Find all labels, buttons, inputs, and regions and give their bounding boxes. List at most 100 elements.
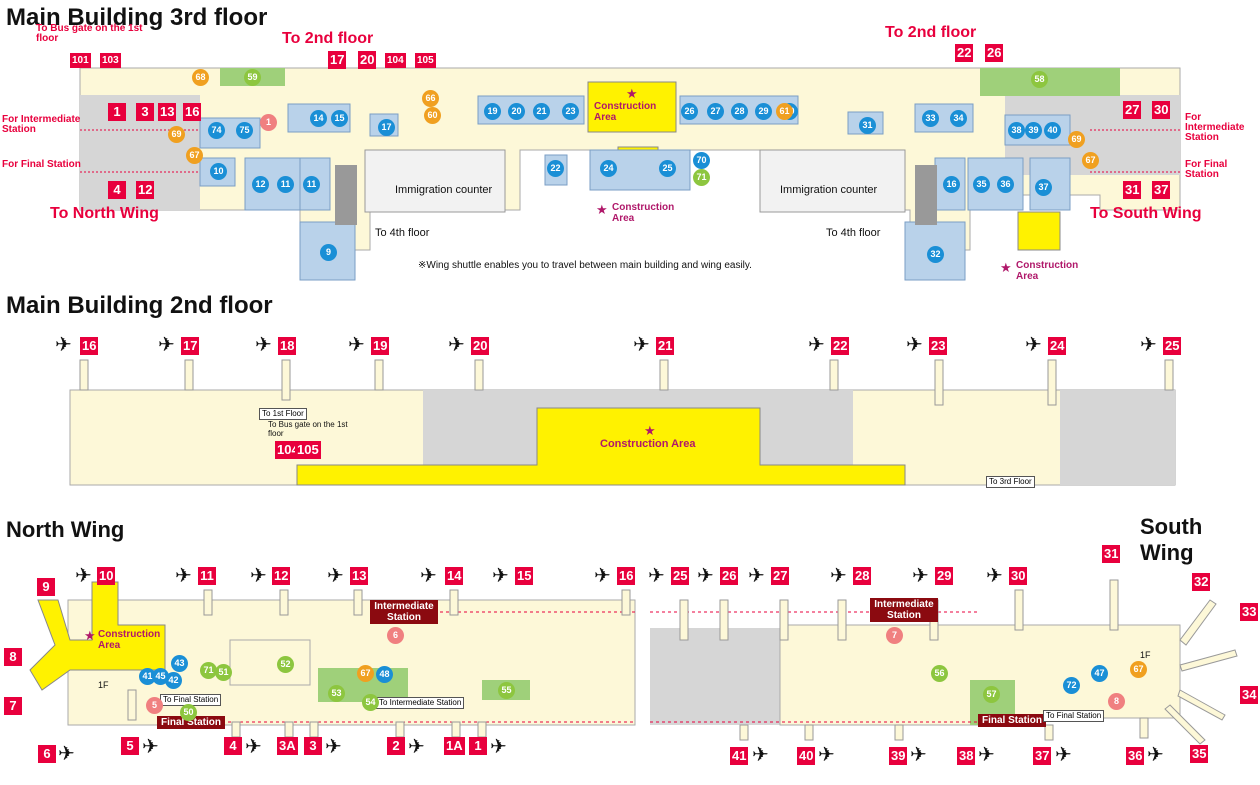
gate-3[interactable]: 3 bbox=[136, 103, 154, 121]
shop-26[interactable]: 26 bbox=[681, 103, 698, 120]
gate-19-f2[interactable]: 19 bbox=[371, 337, 390, 355]
gate-4n[interactable]: 4 bbox=[224, 737, 242, 755]
shop-12[interactable]: 12 bbox=[252, 176, 269, 193]
gate-24-f2[interactable]: 24 bbox=[1048, 337, 1067, 355]
shop-1[interactable]: 1 bbox=[260, 114, 277, 131]
gate-5[interactable]: 5 bbox=[121, 737, 139, 755]
gate-16[interactable]: 16 bbox=[183, 103, 202, 121]
shop-17[interactable]: 17 bbox=[378, 119, 395, 136]
shop-10[interactable]: 10 bbox=[210, 163, 227, 180]
shop-11b[interactable]: 11 bbox=[303, 176, 320, 193]
shop-74[interactable]: 74 bbox=[208, 122, 225, 139]
shop-58[interactable]: 58 bbox=[1031, 71, 1048, 88]
shop-6[interactable]: 6 bbox=[387, 627, 404, 644]
gate-38[interactable]: 38 bbox=[957, 747, 976, 765]
shop-61[interactable]: 61 bbox=[776, 103, 793, 120]
gate-34[interactable]: 34 bbox=[1240, 686, 1259, 704]
shop-36[interactable]: 36 bbox=[997, 176, 1014, 193]
shop-53[interactable]: 53 bbox=[328, 685, 345, 702]
gate-39[interactable]: 39 bbox=[889, 747, 908, 765]
shop-60[interactable]: 60 bbox=[424, 107, 441, 124]
to-2nd-floor-right[interactable]: To 2nd floor bbox=[885, 24, 977, 41]
gate-31s[interactable]: 31 bbox=[1102, 545, 1121, 563]
shop-57[interactable]: 57 bbox=[983, 686, 1000, 703]
shop-31[interactable]: 31 bbox=[859, 117, 876, 134]
gate-20[interactable]: 20 bbox=[358, 51, 377, 69]
gate-29[interactable]: 29 bbox=[935, 567, 954, 585]
gate-12[interactable]: 12 bbox=[136, 181, 155, 199]
gate-41[interactable]: 41 bbox=[730, 747, 749, 765]
gate-32[interactable]: 32 bbox=[1192, 573, 1211, 591]
shop-33[interactable]: 33 bbox=[922, 110, 939, 127]
gate-26s[interactable]: 26 bbox=[720, 567, 739, 585]
gate-105[interactable]: 105 bbox=[415, 53, 436, 68]
shop-14[interactable]: 14 bbox=[310, 110, 327, 127]
gate-4[interactable]: 4 bbox=[108, 181, 126, 199]
gate-18-f2[interactable]: 18 bbox=[278, 337, 297, 355]
shop-71[interactable]: 71 bbox=[693, 169, 710, 186]
gate-40[interactable]: 40 bbox=[797, 747, 816, 765]
gate-9[interactable]: 9 bbox=[37, 578, 55, 596]
gate-21-f2[interactable]: 21 bbox=[656, 337, 675, 355]
to-4th-right[interactable]: To 4th floor bbox=[826, 227, 881, 239]
to-final-south[interactable]: To Final Station bbox=[1043, 710, 1105, 722]
gate-3n[interactable]: 3 bbox=[304, 737, 322, 755]
gate-11[interactable]: 11 bbox=[198, 567, 216, 585]
shop-67-left[interactable]: 67 bbox=[186, 147, 203, 164]
shop-8[interactable]: 8 bbox=[1108, 693, 1125, 710]
gate-1[interactable]: 1 bbox=[108, 103, 126, 121]
to-4th-left[interactable]: To 4th floor bbox=[375, 227, 430, 239]
final-station-north[interactable]: Final Station bbox=[157, 716, 225, 729]
gate-30s[interactable]: 30 bbox=[1009, 567, 1028, 585]
gate-12n[interactable]: 12 bbox=[272, 567, 291, 585]
shop-72[interactable]: 72 bbox=[1063, 677, 1080, 694]
gate-33[interactable]: 33 bbox=[1240, 603, 1259, 621]
gate-3a[interactable]: 3A bbox=[277, 737, 298, 755]
shop-16[interactable]: 16 bbox=[943, 176, 960, 193]
shop-22[interactable]: 22 bbox=[547, 160, 564, 177]
gate-36[interactable]: 36 bbox=[1126, 747, 1145, 765]
shop-11a[interactable]: 11 bbox=[277, 176, 294, 193]
gate-16-f2[interactable]: 16 bbox=[80, 337, 99, 355]
shop-71n[interactable]: 71 bbox=[200, 662, 217, 679]
shop-39[interactable]: 39 bbox=[1025, 122, 1042, 139]
shop-37[interactable]: 37 bbox=[1035, 179, 1052, 196]
gate-23-f2[interactable]: 23 bbox=[929, 337, 948, 355]
gate-105-f2[interactable]: 105 bbox=[295, 441, 321, 459]
gate-27s[interactable]: 27 bbox=[771, 567, 790, 585]
gate-7[interactable]: 7 bbox=[4, 697, 22, 715]
gate-28[interactable]: 28 bbox=[853, 567, 872, 585]
shop-67-right[interactable]: 67 bbox=[1082, 152, 1099, 169]
shop-66[interactable]: 66 bbox=[422, 90, 439, 107]
shop-51[interactable]: 51 bbox=[215, 664, 232, 681]
shop-70[interactable]: 70 bbox=[693, 152, 710, 169]
shop-7[interactable]: 7 bbox=[886, 627, 903, 644]
shop-45[interactable]: 45 bbox=[152, 668, 169, 685]
gate-14[interactable]: 14 bbox=[445, 567, 464, 585]
shop-27[interactable]: 27 bbox=[707, 103, 724, 120]
to-2nd-floor-left[interactable]: To 2nd floor bbox=[282, 30, 374, 47]
to-1st-floor[interactable]: To 1st Floor bbox=[259, 408, 307, 420]
shop-50[interactable]: 50 bbox=[180, 704, 197, 721]
gate-17[interactable]: 17 bbox=[328, 51, 347, 69]
gate-8[interactable]: 8 bbox=[4, 648, 22, 666]
final-station-south[interactable]: Final Station bbox=[978, 714, 1046, 727]
gate-10[interactable]: 10 bbox=[97, 567, 116, 585]
gate-17-f2[interactable]: 17 bbox=[181, 337, 200, 355]
gate-22-f2[interactable]: 22 bbox=[831, 337, 850, 355]
shop-69-right[interactable]: 69 bbox=[1068, 131, 1085, 148]
gate-31[interactable]: 31 bbox=[1123, 181, 1142, 199]
gate-30[interactable]: 30 bbox=[1152, 101, 1171, 119]
shop-28[interactable]: 28 bbox=[731, 103, 748, 120]
gate-22[interactable]: 22 bbox=[955, 44, 974, 62]
shop-32[interactable]: 32 bbox=[927, 246, 944, 263]
gate-26[interactable]: 26 bbox=[985, 44, 1004, 62]
to-north-wing[interactable]: To North Wing bbox=[50, 205, 159, 222]
shop-35[interactable]: 35 bbox=[973, 176, 990, 193]
shop-48[interactable]: 48 bbox=[376, 666, 393, 683]
shop-15[interactable]: 15 bbox=[331, 110, 348, 127]
shop-41[interactable]: 41 bbox=[139, 668, 156, 685]
shop-23[interactable]: 23 bbox=[562, 103, 579, 120]
shop-54[interactable]: 54 bbox=[362, 694, 379, 711]
gate-27[interactable]: 27 bbox=[1123, 101, 1142, 119]
